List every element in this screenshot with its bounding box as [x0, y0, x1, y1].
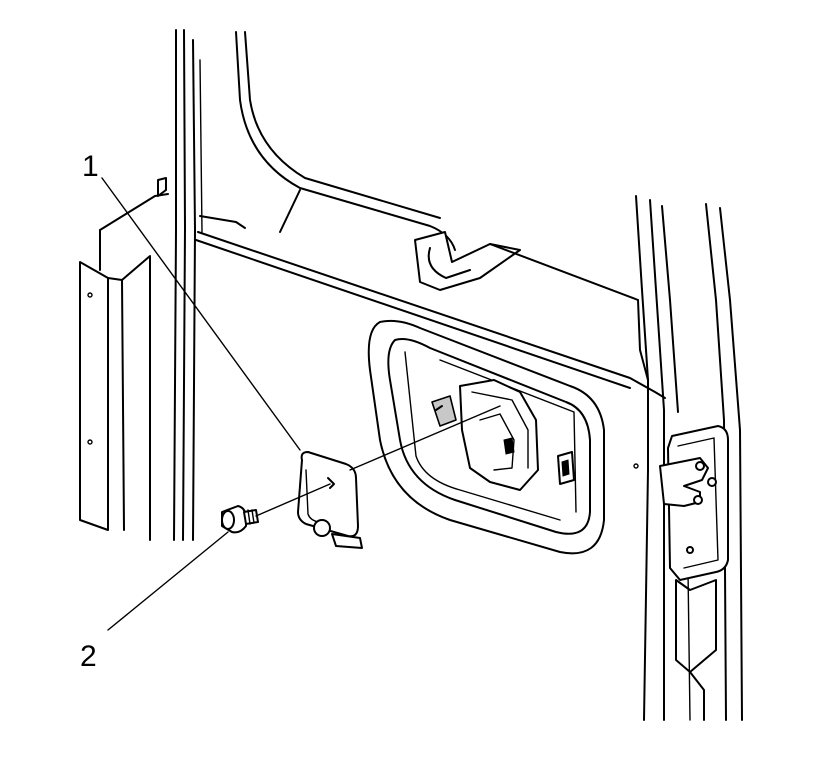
door-striker-plate — [659, 425, 729, 581]
alignment-lines — [255, 405, 501, 517]
callout-label-1: 1 — [82, 150, 99, 183]
left-trim-panel — [79, 255, 151, 541]
callout-leaders — [101, 177, 301, 631]
left-door-pillar — [99, 29, 203, 541]
right-door-pillar — [633, 195, 743, 721]
handle-mechanism — [431, 379, 575, 491]
callout-label-2: 2 — [80, 640, 97, 673]
screw — [221, 505, 259, 534]
door-window-opening — [195, 31, 666, 399]
handle-cover — [297, 451, 363, 549]
